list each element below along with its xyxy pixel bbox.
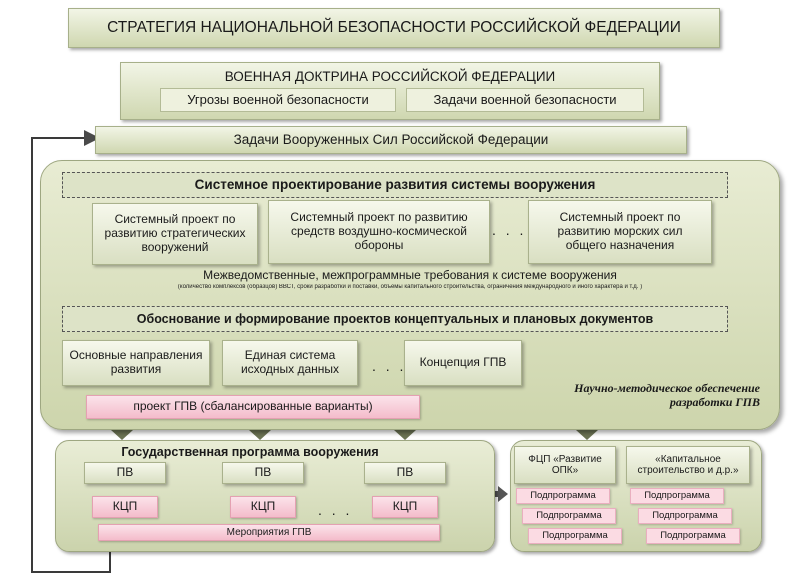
doc-unified-data-label: Единая система исходных данных	[240, 348, 340, 376]
justification-header: Обоснование и формирование проектов конц…	[62, 306, 728, 332]
subprogram-label: Подпрограмма	[530, 489, 596, 501]
kcp-ellipsis: . . .	[318, 502, 353, 518]
system-design-header: Системное проектирование развития систем…	[62, 172, 728, 198]
tasks-box: Задачи военной безопасности	[406, 88, 644, 112]
fcp-opk-box: ФЦП «Развитие ОПК»	[514, 446, 616, 484]
doc-main-directions: Основные направления развития	[62, 340, 210, 386]
pv-box-3: ПВ	[364, 462, 446, 484]
justification-title: Обоснование и формирование проектов конц…	[136, 311, 654, 326]
subprogram-label: Подпрограмма	[660, 529, 726, 541]
kcp-label-3: КЦП	[392, 499, 418, 514]
project-strategic-label: Системный проект по развитию стратегичес…	[104, 212, 246, 254]
kcp-box-2: КЦП	[230, 496, 296, 518]
subprogram-box: Подпрограмма	[516, 488, 610, 504]
doc-main-directions-label: Основные направления развития	[69, 348, 203, 376]
system-design-title: Системное проектирование развития систем…	[194, 177, 596, 193]
doc-gpv-concept-label: Концепция ГПВ	[419, 355, 507, 370]
pv-label-1: ПВ	[116, 465, 134, 480]
project-strategic: Системный проект по развитию стратегичес…	[92, 203, 258, 265]
armed-forces-tasks-label: Задачи Вооруженных Сил Российской Федера…	[233, 132, 549, 148]
fcp-opk-label: ФЦП «Развитие ОПК»	[528, 453, 602, 477]
requirements-note: (количество комплексов (образцов) ВВСТ, …	[177, 284, 643, 290]
pv-box-1: ПВ	[84, 462, 166, 484]
project-aerospace-label: Системный проект по развитию средств воз…	[290, 210, 468, 252]
doc-gpv-concept: Концепция ГПВ	[404, 340, 522, 386]
subprogram-label: Подпрограмма	[644, 489, 710, 501]
doctrine-title: ВОЕННАЯ ДОКТРИНА РОССИЙСКОЙ ФЕДЕРАЦИИ	[224, 69, 556, 84]
strategy-title: СТРАТЕГИЯ НАЦИОНАЛЬНОЙ БЕЗОПАСНОСТИ РОСС…	[107, 19, 681, 37]
docs-ellipsis: . . .	[372, 358, 407, 374]
subprogram-label: Подпрограмма	[652, 509, 718, 521]
subprogram-label: Подпрограмма	[542, 529, 608, 541]
gpv-project-label: проект ГПВ (сбалансированные варианты)	[133, 399, 373, 414]
gpv-activities-box: Мероприятия ГПВ	[98, 524, 440, 541]
pv-label-2: ПВ	[254, 465, 272, 480]
project-naval: Системный проект по развитию морских сил…	[528, 200, 712, 264]
pv-box-2: ПВ	[222, 462, 304, 484]
subprogram-box: Подпрограмма	[646, 528, 740, 544]
doc-unified-data: Единая система исходных данных	[222, 340, 358, 386]
gpv-title: Государственная программа вооружения	[121, 445, 379, 459]
armed-forces-tasks-box: Задачи Вооруженных Сил Российской Федера…	[95, 126, 687, 154]
kcp-label-1: КЦП	[112, 499, 138, 514]
kcp-box-1: КЦП	[92, 496, 158, 518]
subprogram-box: Подпрограмма	[630, 488, 724, 504]
threats-label: Угрозы военной безопасности	[187, 91, 369, 107]
tasks-label: Задачи военной безопасности	[433, 91, 617, 107]
requirements-label: Межведомственные, межпрограммные требова…	[203, 268, 617, 282]
fcp-construction-box: «Капитальное строительство и д.р.»	[626, 446, 750, 484]
fcp-construction-label: «Капитальное строительство и д.р.»	[637, 453, 739, 477]
gpv-project-box: проект ГПВ (сбалансированные варианты)	[86, 395, 420, 419]
threats-box: Угрозы военной безопасности	[160, 88, 396, 112]
subprogram-box: Подпрограмма	[528, 528, 622, 544]
projects-ellipsis: . . .	[492, 222, 527, 238]
pv-label-3: ПВ	[396, 465, 414, 480]
project-naval-label: Системный проект по развитию морских сил…	[557, 210, 683, 252]
gpv-activities-label: Мероприятия ГПВ	[226, 526, 312, 538]
project-aerospace: Системный проект по развитию средств воз…	[268, 200, 490, 264]
subprogram-label: Подпрограмма	[536, 509, 602, 521]
methodical-support-label: Научно-методическое обеспечение разработ…	[574, 381, 760, 409]
subprogram-box: Подпрограмма	[522, 508, 616, 524]
subprogram-box: Подпрограмма	[638, 508, 732, 524]
kcp-box-3: КЦП	[372, 496, 438, 518]
kcp-label-2: КЦП	[250, 499, 276, 514]
strategy-box: СТРАТЕГИЯ НАЦИОНАЛЬНОЙ БЕЗОПАСНОСТИ РОСС…	[68, 8, 720, 48]
